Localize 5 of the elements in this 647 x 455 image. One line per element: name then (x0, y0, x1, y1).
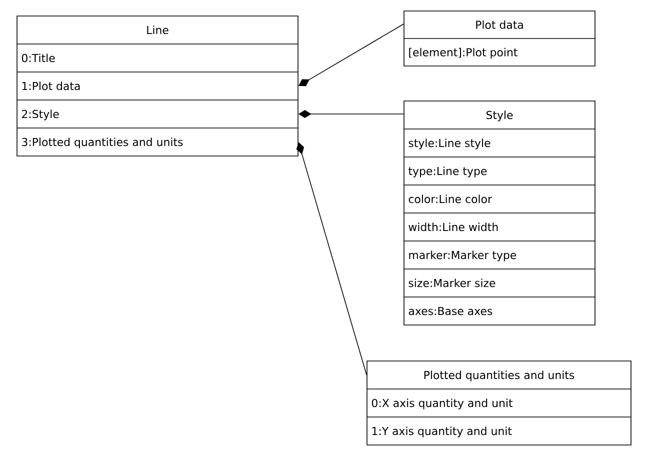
composition-line (296, 142, 367, 376)
class-box: Style style:Line style type:Line type color:Line color width:Line width marker:Marker type size:Marker size axes:Base axes (404, 100, 596, 326)
class-box: Line 0:Title 1:Plot data 2:Style 3:Plotted quantities and units (16, 16, 298, 156)
class-box: Plotted quantities and units 0:X axis quantity and unit 1:Y axis quantity and unit (366, 360, 632, 446)
class-box: Plot data [element]:Plot point (404, 10, 596, 66)
